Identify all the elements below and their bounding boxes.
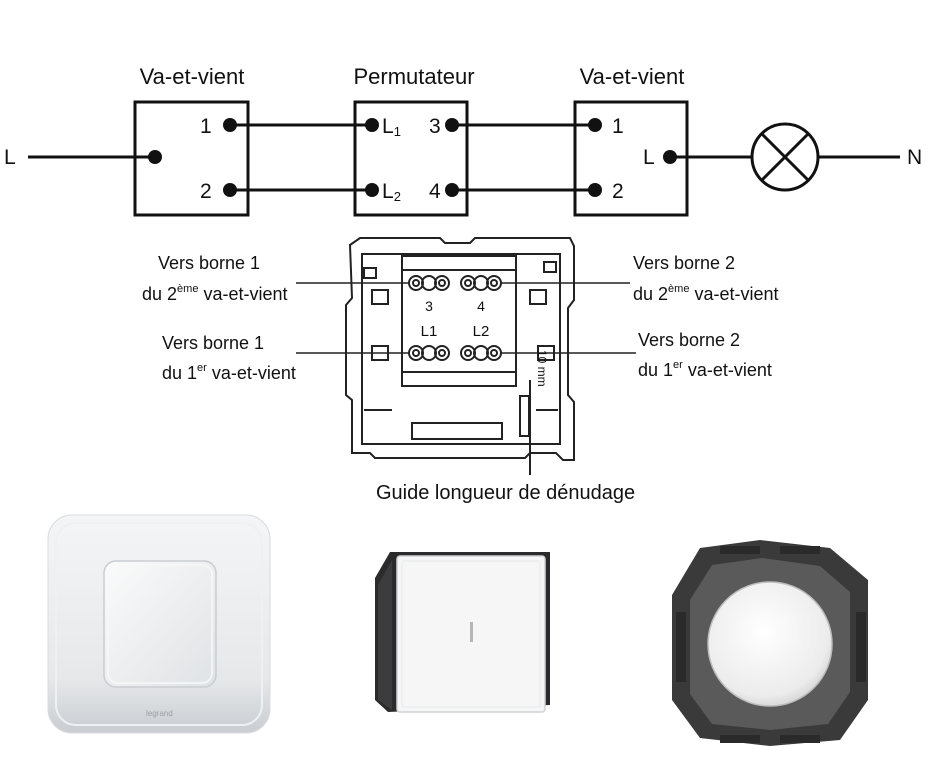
mosaic-module-photo	[375, 552, 550, 713]
terminal-dot	[588, 183, 602, 197]
right-top-label-line2: du 2ème va-et-vient	[633, 283, 779, 304]
terminal-dot	[223, 118, 237, 132]
switch-rocker	[103, 560, 217, 688]
left-bottom-label-line1: Vers borne 1	[162, 333, 264, 353]
schema-labels: Va-et-vient Permutateur Va-et-vient L N …	[4, 64, 922, 204]
intermediate-terminal-l1: L1	[382, 115, 401, 139]
strip-guide-label: Guide longueur de dénudage	[376, 482, 635, 504]
switch2-title: Va-et-vient	[580, 64, 685, 89]
wall-switch-photo: legrand	[47, 514, 271, 734]
switch2-terminal-2: 2	[612, 180, 624, 203]
module-term-l1: L1	[421, 323, 438, 340]
intermediate-terminal-3: 3	[429, 115, 441, 138]
terminal-dot	[663, 150, 677, 164]
intermediate-terminal-l2: L2	[382, 180, 401, 204]
right-bottom-label-line2: du 1er va-et-vient	[638, 359, 772, 380]
terminal-dot	[588, 118, 602, 132]
terminal-dot	[445, 118, 459, 132]
line-in-label: L	[4, 146, 16, 169]
terminal-dot	[223, 183, 237, 197]
right-top-label-line1: Vers borne 2	[633, 253, 735, 273]
switch1-terminal-2: 2	[200, 180, 212, 203]
round-switch-button	[707, 581, 833, 707]
terminal-dot	[365, 183, 379, 197]
wiring-schema	[28, 100, 900, 217]
switch2-terminal-l: L	[643, 146, 655, 169]
terminal-holes-top	[408, 275, 502, 291]
intermediate-terminal-4: 4	[429, 180, 441, 203]
intermediate-box	[353, 100, 469, 217]
module-back-drawing	[296, 237, 636, 475]
module-term-3: 3	[425, 298, 433, 314]
brand-mark: legrand	[146, 709, 173, 718]
module-term-4: 4	[477, 298, 485, 314]
terminal-dots	[148, 118, 677, 197]
terminal-block	[401, 255, 517, 387]
terminal-dot	[365, 118, 379, 132]
module-labels: 3 4 L1 L2 10 mm Guide longueur de dénuda…	[142, 253, 779, 504]
terminal-dot	[445, 183, 459, 197]
switch1-terminal-1: 1	[200, 115, 212, 138]
module-term-l2: L2	[473, 323, 490, 340]
left-top-label-line1: Vers borne 1	[158, 253, 260, 273]
neutral-label: N	[907, 146, 922, 169]
indicator-slot	[470, 622, 473, 642]
left-bottom-label-line2: du 1er va-et-vient	[162, 362, 296, 383]
strip-length-label: 10 mm	[535, 350, 549, 387]
left-top-label-line2: du 2ème va-et-vient	[142, 283, 288, 304]
lamp-icon	[750, 122, 820, 192]
switch2-terminal-1: 1	[612, 115, 624, 138]
terminal-dot	[148, 150, 162, 164]
terminal-holes-bottom	[408, 345, 502, 361]
round-switch-photo	[672, 540, 868, 746]
intermediate-title: Permutateur	[353, 64, 474, 89]
switch1-title: Va-et-vient	[140, 64, 245, 89]
right-bottom-label-line1: Vers borne 2	[638, 330, 740, 350]
